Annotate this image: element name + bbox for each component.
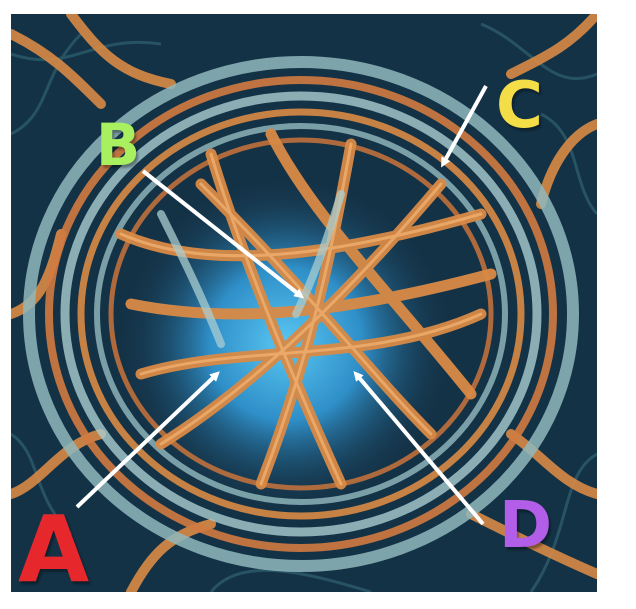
arrow-b [141, 169, 305, 299]
label-d: D [499, 489, 553, 563]
arrow-a [75, 371, 220, 509]
arrow-d [353, 370, 485, 526]
label-a: A [18, 496, 90, 593]
membrane-rings [23, 56, 579, 572]
label-b: B [96, 111, 141, 179]
pointer-arrows [75, 85, 488, 526]
cell-illustration-frame: A B C D [11, 14, 597, 592]
cell-illustration [11, 14, 597, 592]
inner-filaments [115, 128, 497, 490]
label-c: C [496, 69, 543, 143]
arrow-c [441, 85, 488, 168]
